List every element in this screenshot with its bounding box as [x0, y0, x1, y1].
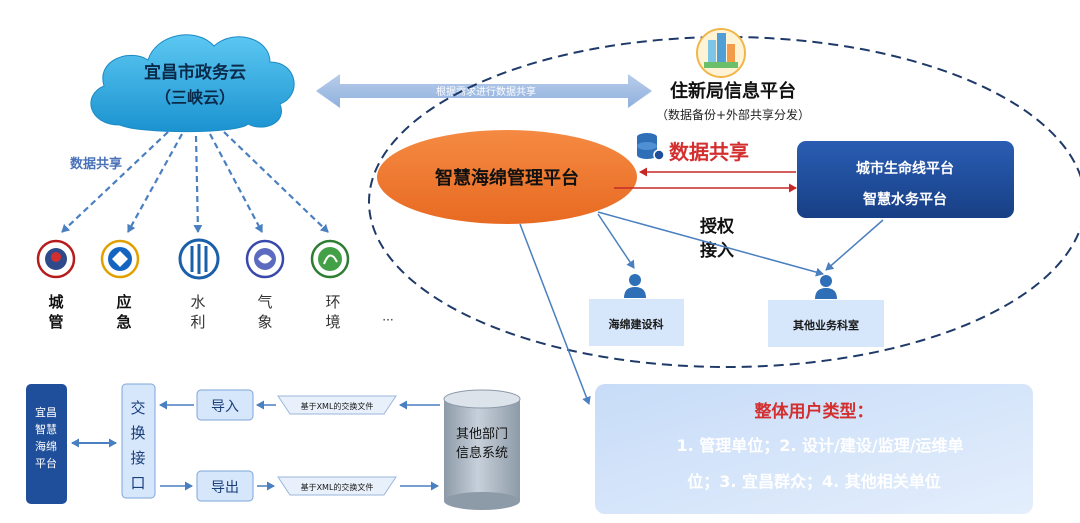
housing-domain-boundary: [368, 36, 1080, 368]
link-label: 根据需求进行数据共享: [436, 85, 536, 98]
agency-label-3b: 利: [190, 313, 205, 331]
user-types-title: 整体用户类型：: [755, 401, 874, 422]
user-types-panel: 整体用户类型： 1. 管理单位；2. 设计/建设/监理/运维单 位；3. 宜昌群…: [595, 384, 1033, 514]
sponge-lifeline-arrows: [614, 167, 797, 193]
xml-bottom-label: 基于XML的交换文件: [301, 482, 374, 492]
import-box: 导入: [196, 389, 254, 421]
agency-label-3a: 水: [190, 293, 205, 311]
agency-city-management-icon: [36, 239, 76, 279]
user-types-line1: 1. 管理单位；2. 设计/建设/监理/运维单: [676, 436, 963, 455]
export-label: 导出: [211, 480, 239, 496]
data-share-main-label: 数据共享: [669, 140, 749, 164]
lifeline-line2: 智慧水务平台: [862, 191, 947, 208]
person-icon-sponge: [624, 274, 646, 298]
cloud-title-line2: （三峡云）: [155, 88, 235, 107]
exchange-box-line1: 交: [130, 399, 145, 417]
agency-emergency-icon: [100, 239, 140, 279]
yichang-box-line3: 海绵: [35, 439, 57, 453]
exchange-box-line2: 换: [130, 424, 145, 442]
lifeline-line1: 城市生命线平台: [856, 160, 954, 177]
agency-icons: [36, 238, 350, 280]
agency-weather-icon: [245, 239, 285, 279]
import-label: 导入: [211, 399, 239, 415]
person-icon-other: [815, 275, 837, 299]
sponge-dept-label: 海绵建设科: [609, 317, 664, 331]
exchange-box-line4: 口: [130, 474, 145, 492]
agency-ellipsis: ···: [382, 313, 393, 327]
other-business-dept: 其他业务科室: [768, 300, 884, 347]
agency-label-1a: 城: [48, 293, 63, 311]
export-box: 导出: [196, 470, 254, 502]
other-department-system-cylinder: 其他部门 信息系统: [443, 389, 521, 510]
yichang-box-line4: 平台: [35, 456, 57, 470]
agency-label-4b: 象: [257, 313, 272, 331]
database-icon: [637, 133, 665, 161]
agency-label-2b: 急: [116, 313, 131, 331]
yichang-box-line1: 宜昌: [35, 405, 57, 419]
yichang-box-line2: 智慧: [35, 422, 57, 436]
agency-environment-icon: [310, 239, 350, 279]
platform-to-department-arrows: [519, 211, 884, 405]
yichang-sponge-platform-box: 宜昌 智慧 海绵 平台: [26, 384, 67, 504]
agency-label-2a: 应: [116, 293, 131, 311]
cloud-title-line1: 宜昌市政务云: [144, 62, 246, 83]
housing-platform-subtitle: （数据备份+外部共享分发）: [656, 107, 810, 122]
other-system-line2: 信息系统: [456, 445, 508, 461]
other-dept-label: 其他业务科室: [793, 318, 859, 332]
sponge-management-platform: 智慧海绵管理平台: [377, 130, 637, 224]
building-icon: [696, 28, 746, 78]
agency-water-icon: [178, 238, 220, 280]
government-cloud: 宜昌市政务云 （三峡云）: [90, 34, 295, 133]
agency-label-5a: 环: [325, 293, 340, 311]
sponge-construction-dept: 海绵建设科: [589, 299, 684, 346]
agency-label-5b: 境: [325, 313, 340, 331]
xml-top-label: 基于XML的交换文件: [301, 401, 374, 411]
data-share-left-label: 数据共享: [70, 156, 122, 172]
data-share-link: 根据需求进行数据共享: [316, 74, 652, 108]
authorize-line2: 接入: [700, 240, 734, 261]
sponge-platform-label: 智慧海绵管理平台: [435, 167, 579, 189]
exchange-interface-box: 交 换 接 口: [121, 383, 156, 499]
authorize-line1: 授权: [700, 216, 735, 237]
other-system-line1: 其他部门: [456, 427, 508, 442]
xml-file-top: 基于XML的交换文件: [277, 395, 397, 415]
agency-label-1b: 管: [48, 313, 63, 331]
agency-label-4a: 气: [257, 293, 272, 311]
cloud-to-agency-arrows: [61, 131, 329, 233]
agency-labels: 城 管 应 急 水 利 气 象 环 境 ···: [48, 293, 393, 331]
user-types-line2: 位；3. 宜昌群众；4. 其他相关单位: [687, 472, 941, 491]
city-lifeline-platform: 城市生命线平台 智慧水务平台: [797, 141, 1014, 218]
housing-platform-title: 住新局信息平台: [670, 80, 796, 102]
xml-file-bottom: 基于XML的交换文件: [277, 476, 397, 496]
exchange-box-line3: 接: [130, 449, 145, 467]
